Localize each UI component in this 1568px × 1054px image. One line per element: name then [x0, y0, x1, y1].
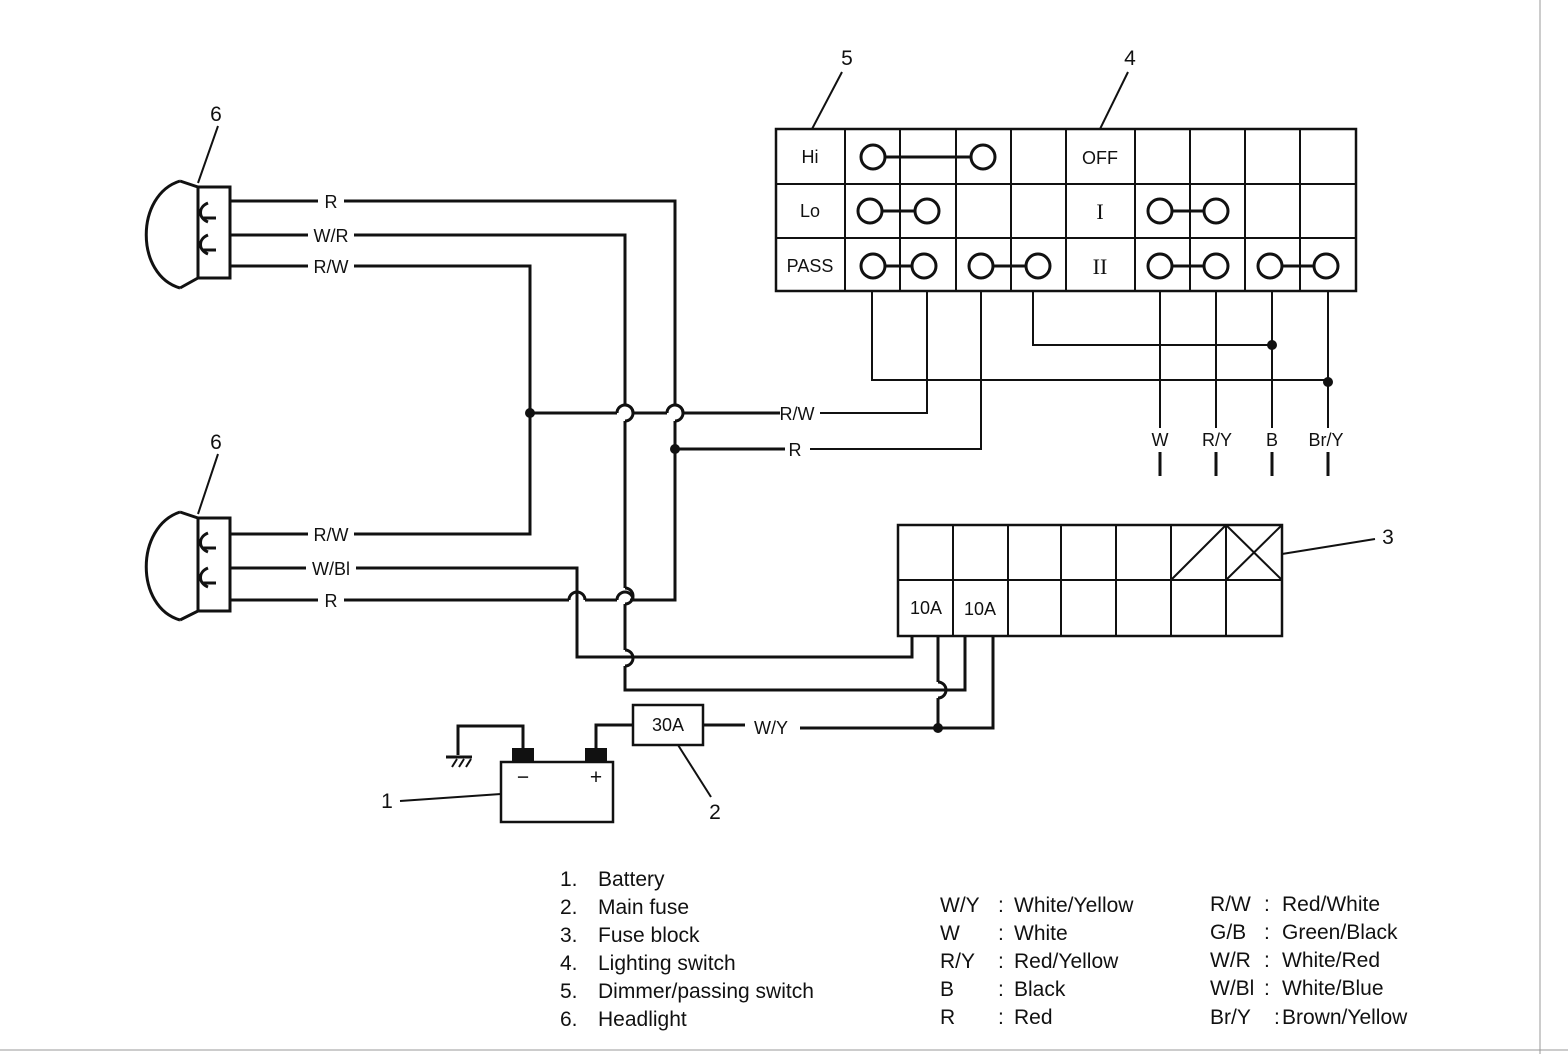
legend-color-name: White/Red [1282, 949, 1380, 972]
legend-color-sep: : [998, 922, 1004, 945]
legend-color-code: W/Y [940, 894, 980, 917]
legend-color-name: Green/Black [1282, 921, 1398, 944]
legend-color-name: Red [1014, 1006, 1053, 1029]
legend-colors-right: R/W : Red/White G/B : Green/Black W/R : … [1210, 893, 1408, 1029]
legend-color-code: B [940, 978, 954, 1001]
headlight-lower [144, 510, 232, 622]
legend-color-code: G/B [1210, 921, 1246, 944]
headlight-upper [144, 179, 232, 290]
legend-color-name: White [1014, 922, 1068, 945]
legend-color-sep: : [998, 950, 1004, 973]
callout-leader-1 [399, 793, 502, 802]
wire-label-rw-lower: R/W [314, 525, 349, 545]
battery [446, 724, 615, 824]
legend-color-name: Brown/Yellow [1282, 1006, 1408, 1029]
legend-color-code: R/W [1210, 893, 1251, 916]
legend-color-name: Red/Yellow [1014, 950, 1119, 973]
legend-parts: 1. Battery 2. Main fuse 3. Fuse block 4.… [560, 868, 814, 1031]
legend-part-name: Headlight [598, 1008, 687, 1031]
legend-color-code: Br/Y [1210, 1006, 1251, 1029]
legend-color-sep: : [1264, 921, 1270, 944]
legend-part-name: Dimmer/passing switch [598, 980, 814, 1003]
wire-label-r-upper: R [325, 192, 338, 212]
legend-color-sep: : [1264, 977, 1270, 1000]
legend-color-code: W [940, 922, 960, 945]
battery-positive-sign: + [590, 766, 602, 789]
wire-label-wy: W/Y [754, 718, 788, 738]
wire-label-r-trunk: R [789, 440, 802, 460]
callout-3: 3 [1382, 526, 1394, 549]
wire-label-wbl-lower: W/Bl [312, 559, 350, 579]
legend-part-num: 5. [560, 980, 578, 1003]
legend-part-name: Main fuse [598, 896, 689, 919]
harness-wires [230, 199, 995, 733]
wire-label-wr-upper: W/R [314, 226, 349, 246]
dimmer-row-hi: Hi [802, 147, 819, 167]
callout-6-lower: 6 [210, 431, 222, 454]
wire-label-rw-upper: R/W [314, 257, 349, 277]
battery-negative-sign: − [517, 766, 529, 789]
legend-color-code: W/Bl [1210, 977, 1254, 1000]
legend-color-name: Black [1014, 978, 1066, 1001]
callout-leader-4 [1099, 71, 1129, 130]
lighting-row-i: I [1096, 199, 1103, 224]
callout-5: 5 [841, 47, 853, 70]
callout-leader-6-upper [197, 125, 219, 184]
legend-color-sep: : [998, 978, 1004, 1001]
fuse-block [896, 523, 1284, 638]
legend-color-name: White/Yellow [1014, 894, 1134, 917]
lighting-row-ii: II [1093, 254, 1108, 279]
fuse-10a-1: 10A [910, 598, 942, 618]
callout-2: 2 [709, 801, 721, 824]
wire-label-ry-out: R/Y [1202, 430, 1232, 450]
callout-leader-2 [677, 744, 712, 798]
legend-part-name: Lighting switch [598, 952, 736, 975]
legend-part-num: 2. [560, 896, 578, 919]
legend-color-name: White/Blue [1282, 977, 1384, 1000]
legend-color-sep: : [998, 894, 1004, 917]
wire-label-r-lower: R [325, 591, 338, 611]
lighting-row-off: OFF [1082, 148, 1118, 168]
legend-color-sep: : [1264, 949, 1270, 972]
callout-leader-5 [811, 71, 843, 130]
legend-part-num: 6. [560, 1008, 578, 1031]
legend-color-code: R/Y [940, 950, 975, 973]
legend-color-code: W/R [1210, 949, 1251, 972]
wire-label-bry-out: Br/Y [1308, 430, 1343, 450]
callout-leader-6-lower [197, 453, 219, 515]
dimmer-row-lo: Lo [800, 201, 820, 221]
switch-contacts [856, 143, 1340, 280]
callout-6-upper: 6 [210, 103, 222, 126]
legend-color-code: R [940, 1006, 955, 1029]
callout-1: 1 [381, 790, 393, 813]
main-fuse [594, 703, 745, 748]
legend-part-num: 3. [560, 924, 578, 947]
legend-part-name: Battery [598, 868, 665, 891]
legend-colors-left: W/Y : White/Yellow W : White R/Y : Red/Y… [940, 894, 1134, 1029]
legend-part-num: 1. [560, 868, 578, 891]
switch-wiring [810, 291, 1333, 476]
fuse-10a-2: 10A [964, 599, 996, 619]
wire-label-b-out: B [1266, 430, 1278, 450]
callout-4: 4 [1124, 47, 1136, 70]
legend-color-sep: : [998, 1006, 1004, 1029]
wire-label-w-out: W [1152, 430, 1169, 450]
wire-label-rw-trunk: R/W [780, 404, 815, 424]
legend-color-sep: : [1274, 1006, 1280, 1029]
legend-part-num: 4. [560, 952, 578, 975]
main-fuse-rating: 30A [652, 715, 684, 735]
legend-color-sep: : [1264, 893, 1270, 916]
legend-color-name: Red/White [1282, 893, 1380, 916]
callout-leader-3 [1281, 538, 1376, 555]
legend-part-name: Fuse block [598, 924, 700, 947]
dimmer-row-pass: PASS [787, 256, 834, 276]
